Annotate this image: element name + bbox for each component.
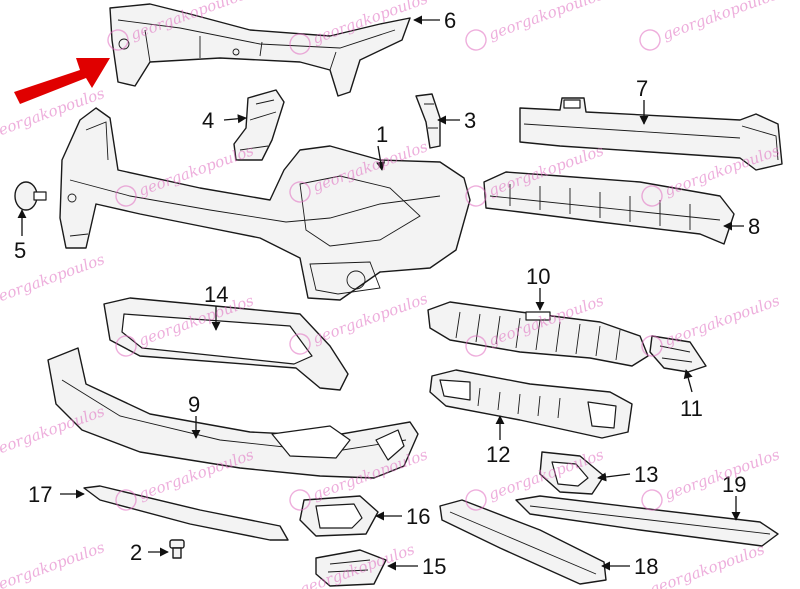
callout-5: 5 xyxy=(14,238,26,263)
watermark-text: georgakopoulos xyxy=(662,291,782,349)
part-18-skid-strip xyxy=(439,499,607,585)
leader-lines xyxy=(17,15,744,571)
part-3-clip xyxy=(415,93,441,149)
watermark-text: georgakopoulos xyxy=(0,538,107,589)
callout-11: 11 xyxy=(680,396,703,421)
part-1-bumper-fascia xyxy=(59,107,471,301)
part-10-lower-grille xyxy=(427,301,649,367)
part-9-lower-valance xyxy=(47,347,419,479)
callout-15: 15 xyxy=(422,554,446,579)
callout-8: 8 xyxy=(748,214,760,239)
callout-10: 10 xyxy=(526,264,550,289)
watermark-text: georgakopoulos xyxy=(647,540,767,589)
callout-9: 9 xyxy=(188,392,200,417)
callout-4: 4 xyxy=(202,108,214,133)
part-15-tow-cover xyxy=(315,549,387,587)
callout-3: 3 xyxy=(464,108,476,133)
part-7-reinforcement xyxy=(519,97,783,171)
callout-6: 6 xyxy=(444,8,456,33)
callout-14: 14 xyxy=(204,282,228,307)
part-14-grille-surround xyxy=(103,297,349,391)
part-4-side-bracket xyxy=(233,89,285,161)
part-13-fog-bezel xyxy=(539,451,605,495)
callout-19: 19 xyxy=(722,472,746,497)
part-16-fog-bezel xyxy=(299,495,379,537)
callout-13: 13 xyxy=(634,462,658,487)
watermark-text: georgakopoulos xyxy=(486,0,606,44)
callout-16: 16 xyxy=(406,504,430,529)
callout-7: 7 xyxy=(636,76,648,101)
watermark-text: georgakopoulos xyxy=(660,0,780,44)
part-12-lower-frame xyxy=(429,369,633,439)
part-5-round-clip xyxy=(14,181,47,211)
part-6-upper-bracket xyxy=(109,3,411,97)
callout-17: 17 xyxy=(28,482,52,507)
callout-labels: 1 2 3 4 5 6 7 8 9 10 11 12 13 14 15 16 1… xyxy=(14,8,760,579)
callout-18: 18 xyxy=(634,554,658,579)
callout-12: 12 xyxy=(486,442,510,467)
highlight-arrow xyxy=(14,58,110,104)
part-17-trim-strip xyxy=(83,485,289,541)
part-19-molding xyxy=(515,495,779,547)
callout-2: 2 xyxy=(130,540,142,565)
callout-1: 1 xyxy=(376,122,388,147)
part-2-push-pin xyxy=(169,539,185,559)
